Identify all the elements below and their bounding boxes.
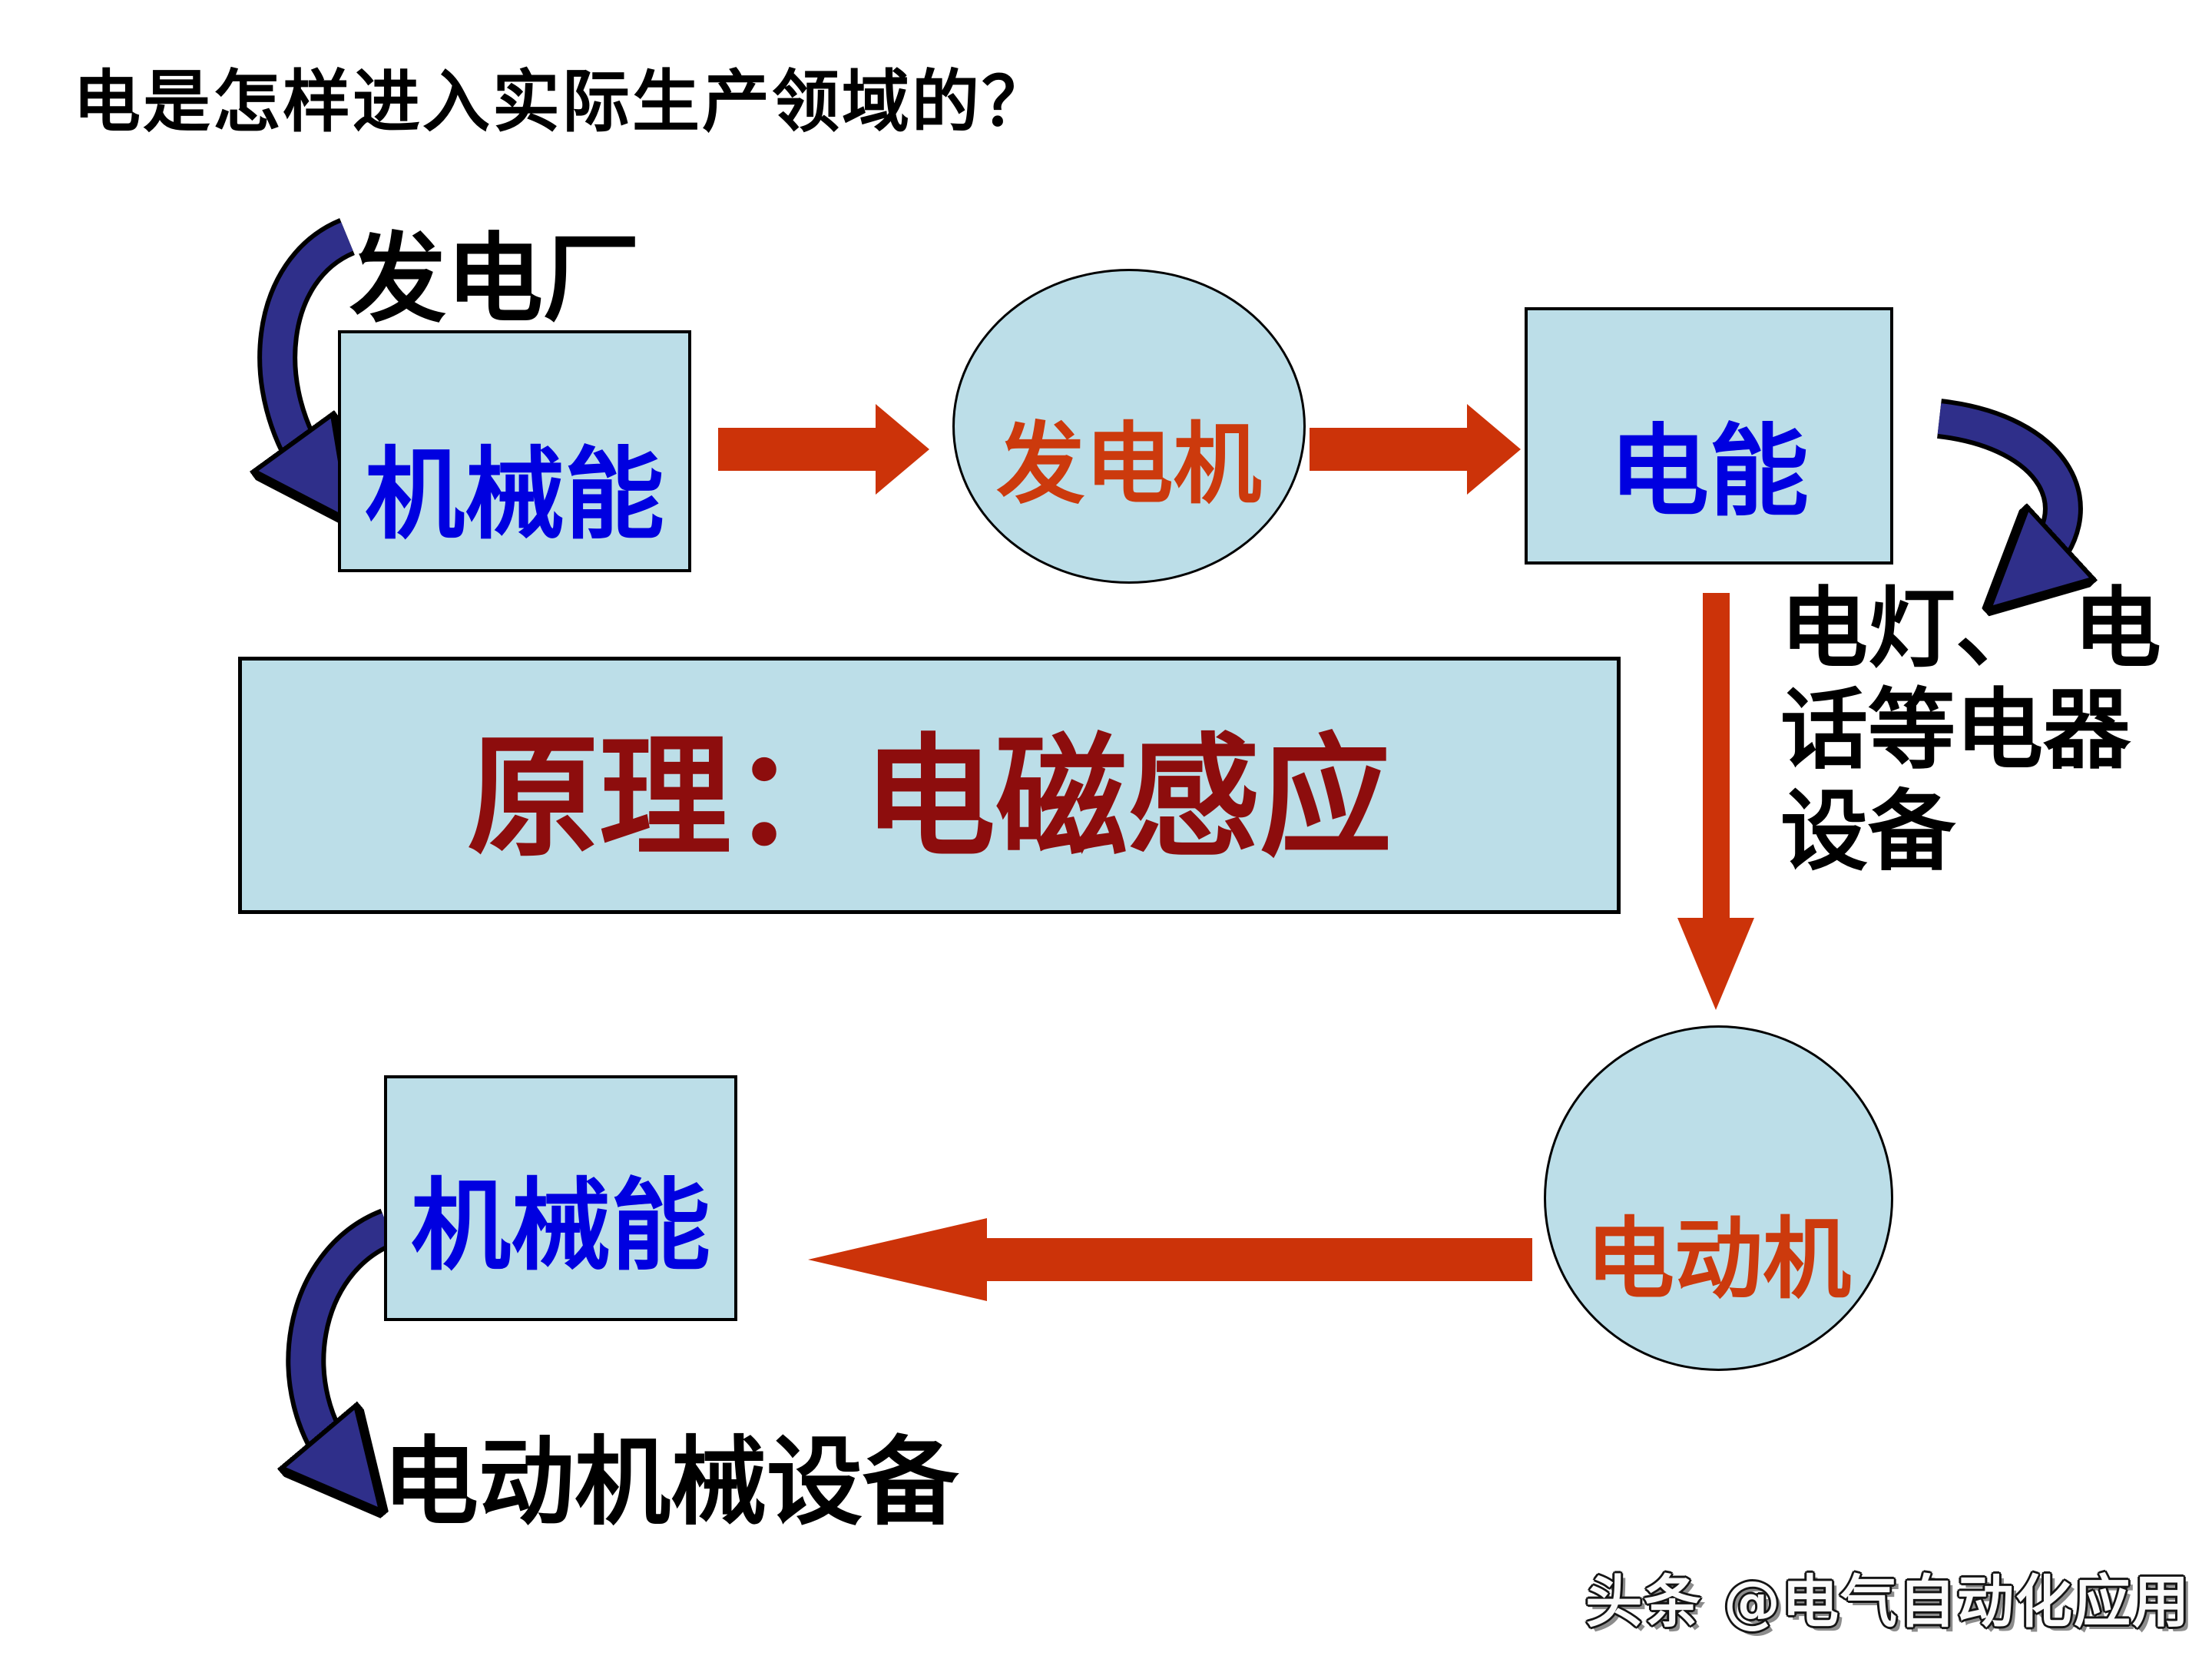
node-motor: 电动机: [1544, 1025, 1893, 1371]
appliances-line-1: 电灯、 电: [1780, 577, 2161, 680]
motor-equipment-label: 电动机械设备: [382, 1426, 959, 1538]
node-mechanical-energy-top: 机械能: [338, 330, 691, 572]
appliances-line-2: 话等电器: [1780, 678, 2131, 781]
flow-arrow-generator-to-electric-icon: [1310, 404, 1521, 495]
power-plant-label: 发电厂: [349, 222, 640, 336]
node-mechanical-energy-bottom: 机械能: [384, 1075, 737, 1321]
flow-arrow-motor-to-mech-icon: [808, 1218, 1532, 1301]
node-electric-energy-label: 电能: [1608, 412, 1809, 530]
watermark: 头条 @电气自动化应用: [1585, 1569, 2190, 1635]
node-mechanical-energy-bottom-label: 机械能: [410, 1167, 710, 1284]
flow-arrow-electric-to-motor-icon: [1677, 593, 1754, 1010]
node-motor-label: 电动机: [1585, 1207, 1851, 1311]
appliances-label: 电灯、 电 话等电器 设备: [1780, 578, 2203, 882]
page-title: 电是怎样进入实际生产领域的？: [73, 61, 1052, 141]
node-generator: 发电机: [952, 269, 1306, 584]
node-electric-energy: 电能: [1525, 307, 1893, 565]
appliances-line-3: 设备: [1780, 780, 1956, 882]
principle-label: 原理：电磁感应: [467, 718, 1392, 875]
node-generator-label: 发电机: [996, 412, 1262, 516]
principle-box: 原理：电磁感应: [238, 657, 1621, 914]
node-mechanical-energy-top-label: 机械能: [364, 435, 664, 553]
flow-arrow-mech-to-generator-icon: [718, 404, 929, 495]
curved-arrow-electric-to-appliances-icon: [1936, 399, 2063, 570]
curved-arrow-mech-to-equipment-icon: [306, 1208, 396, 1467]
curved-arrow-powerplant-to-mech-icon: [277, 217, 347, 475]
